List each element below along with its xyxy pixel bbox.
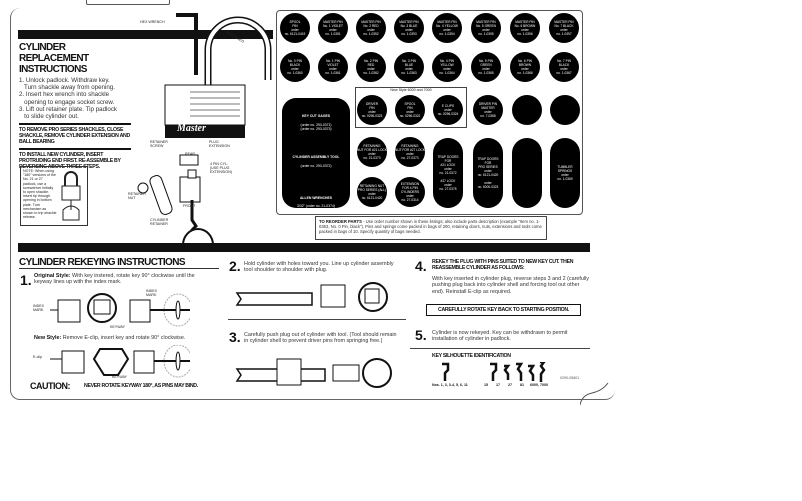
part-row1-item: MASTER PIN No. 3 BLUE order no. 1-0393: [394, 13, 424, 43]
hex-wrench-icon: [176, 13, 198, 75]
step-3-text: Carefully push plug out of cylinder with…: [244, 332, 397, 345]
caution-text: NEVER ROTATE KEYWAY 180°, AS PINS MAY BI…: [84, 383, 198, 389]
part-row1-item: MASTER PIN No. 5 GREEN order no. 1-0395: [471, 13, 501, 43]
part-blank: [550, 95, 580, 125]
part-retaining-nut-27: RETAINING NUT FOR #27 LOCK order no. 27-…: [395, 137, 425, 167]
step-5-number: 5.: [415, 327, 427, 343]
rotate-back-note: CAREFULLY ROTATE KEY BACK TO STARTING PO…: [426, 304, 581, 316]
label-retainer-nut: RETAINER NUT: [128, 192, 146, 201]
reorder-box: TO REORDER PARTS - Use order number show…: [315, 216, 547, 240]
part-retaining-nut-pro: RETAINING NUT PRO SERIES (ALL) order no.…: [357, 177, 387, 207]
caution-label: CAUTION:: [30, 381, 71, 391]
new-style-diagram: [50, 345, 190, 378]
part-tumbler-springs: TUMBLER SPRINGS order no. 1-0369: [550, 138, 580, 208]
part-row2-item: No. 7 PIN BLACK order no. 1-0367: [549, 52, 579, 82]
part-trap-doors: TRAP DOORS FOR #21 LOCK order no. 21-037…: [433, 138, 463, 208]
new-style-label: New Style 6000 and 7000: [390, 88, 432, 92]
parts-panel: [276, 10, 583, 215]
part-row1-item: MASTER PIN No. 1 VIOLET order no. 1-0391: [318, 13, 348, 43]
top-tab: [86, 0, 170, 5]
allen-wrenches: ALLEN WRENCHES: [299, 196, 333, 201]
part-spool-pin-new: SPOOL PIN order no. 0296-0322: [395, 95, 425, 125]
padlock-exploded-diagram: [137, 13, 272, 250]
label-hex-wrench: HEX WRENCH: [140, 20, 165, 24]
label-keyway: KEYWAY: [110, 325, 125, 329]
corner-curve: [580, 382, 609, 406]
padlock-hand-icon: [61, 171, 81, 221]
note-box: NOTE: When using "180" versions of the N…: [20, 166, 88, 226]
part-row2-item: No. 2 PIN RED order no. 1-0362: [356, 52, 386, 82]
part-row1-item: MASTER PIN No. 6 BROWN order no. 1-0396: [510, 13, 540, 43]
install-note: TO INSTALL NEW CYLINDER, INSERT PROTRUDI…: [19, 148, 131, 170]
label-rear: REAR: [185, 152, 195, 156]
label-cylinder-retainer: CYLINDER RETAINER: [150, 218, 169, 227]
step-1-text: Original Style: With key instered, rotat…: [34, 273, 195, 286]
step-1-diagram: [50, 293, 190, 327]
part-retaining-nut-21: RETAINING NUT FOR #21 LOCK order no. 21-…: [357, 137, 387, 167]
step-4-text: With key inserted in cylinder plug, reve…: [432, 276, 589, 295]
part-blank-pill: [512, 138, 542, 208]
section-divider-bar: [18, 243, 590, 252]
label-retainer-screw: RETAINER SCREW: [150, 140, 168, 149]
part-trap-doors-pro: TRAP DOORS FOR PRO SERIES order no. 6121…: [473, 138, 503, 208]
tools-block: KEY CUT GAGES (order no. 293-0371) (orde…: [282, 98, 350, 213]
step-4-heading: REKEY THE PLUG WITH PINS SUITED TO NEW K…: [432, 259, 574, 271]
part-e-clips: E CLIPS order no. 0296-0324: [433, 95, 463, 125]
part-row2-item: No. 4 PIN YELLOW order no. 1-0364: [432, 52, 462, 82]
part-row1-item: SPOOL PIN order no. 6121-0419: [280, 13, 310, 43]
cylinder-assembly-tool: CYLINDER ASSEMBLY TOOL: [292, 155, 340, 160]
label-index-mark: INDEX MARK: [33, 304, 44, 313]
part-row2-item: No. 3 PIN BLUE order no. 1-0363: [394, 52, 424, 82]
document-code: 0290-05601: [560, 376, 580, 380]
replacement-steps: 1. Unlock padlock. Withdraw key. Turn sh…: [19, 77, 118, 121]
step-2-diagram: [235, 282, 388, 312]
label-4pin-cylinder: 4 PIN CYL. (USE PLUG EXTENSION): [210, 162, 232, 175]
new-style-box: [355, 87, 467, 128]
part-extension: EXTENSION FOR 4 PIN CYLINDERS order no. …: [395, 177, 425, 207]
step-2-number: 2.: [229, 258, 241, 274]
label-e-clip: E-clip: [33, 355, 42, 359]
part-row1-item: MASTER PIN No. 2 RED order no. 1-0392: [356, 13, 386, 43]
step-2-text: Hold cylinder with holes toward you. Lin…: [244, 261, 394, 274]
top-black-bar: [18, 30, 273, 39]
silhouette-title: KEY SILHOUETTE IDENTIFICATION: [432, 353, 511, 359]
rekeying-title: CYLINDER REKEYING INSTRUCTIONS: [19, 257, 219, 269]
step-3-diagram: [235, 358, 392, 388]
part-row1-item: MASTER PIN No. 4 YELLOW order no. 1-0394: [432, 13, 462, 43]
part-row2-item: No. 1 PIN VIOLET order no. 1-0361: [318, 52, 348, 82]
step-1-number: 1.: [20, 272, 32, 288]
part-driver-pin-master: DRIVER PIN MASTER order no. 7-0368: [473, 95, 503, 125]
part-row2-item: No. 0 PIN BLACK order no. 1-0360: [280, 52, 310, 82]
step-3-number: 3.: [229, 329, 241, 345]
page-frame: [10, 8, 615, 400]
part-driver-pin: DRIVER PIN order no. 0296-0323: [357, 95, 387, 125]
part-row2-item: No. 5 PIN GREEN order no. 1-0365: [471, 52, 501, 82]
part-row2-item: No. 6 PIN BROWN order no. 1-0366: [510, 52, 540, 82]
padlock-body-icon: [164, 84, 246, 126]
step-4-number: 4.: [415, 258, 427, 274]
step-5-text: Cylinder is now rekeyed. Key can be with…: [432, 330, 568, 343]
label-keyway-2: KEYWAY: [112, 375, 127, 379]
label-index-mark-2: INDEX MARK: [146, 289, 157, 298]
step-divider: [228, 319, 406, 320]
new-style-text: New Style: Remove E-clip, insert key and…: [34, 335, 186, 341]
part-row1-item: MASTER PIN No. 7 BLACK order no. 1-0397: [549, 13, 579, 43]
brand-logo: Master: [177, 123, 206, 134]
pro-series-note: TO REMOVE PRO SERIES SHACKLES, CLOSE SHA…: [19, 123, 131, 145]
step-5-divider: [410, 348, 590, 349]
label-front: FRONT: [183, 204, 196, 208]
key-cut-gages: KEY CUT GAGES: [301, 114, 330, 119]
part-blank: [512, 95, 542, 125]
key-silhouettes: [442, 362, 546, 382]
label-plug-extension: PLUG EXTENSION: [209, 140, 230, 149]
